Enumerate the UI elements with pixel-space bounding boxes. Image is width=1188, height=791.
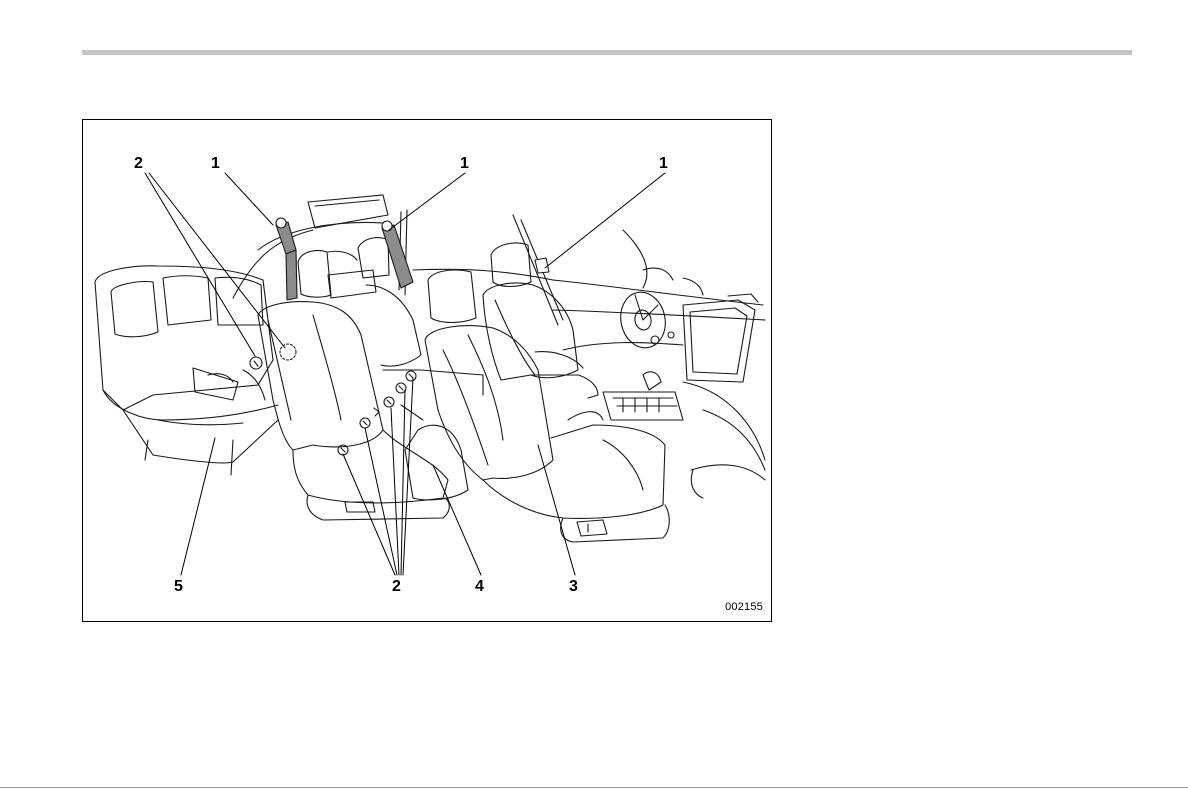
callout-5: 5 bbox=[174, 579, 183, 595]
callout-1-left: 1 bbox=[211, 156, 220, 172]
callout-1-right: 1 bbox=[659, 156, 668, 172]
header-rule bbox=[82, 50, 1132, 55]
callout-2-bottom: 2 bbox=[392, 579, 401, 595]
callout-4: 4 bbox=[475, 579, 484, 595]
seat-belt-figure: 2 1 1 1 5 2 4 3 002155 bbox=[82, 119, 772, 622]
callout-2-top: 2 bbox=[134, 156, 143, 172]
seat-belts bbox=[276, 218, 549, 300]
vehicle-body-outline bbox=[233, 195, 765, 325]
vehicle-interior-illustration bbox=[83, 120, 773, 623]
footer-rule bbox=[0, 787, 1188, 788]
figure-code: 002155 bbox=[725, 601, 763, 613]
callout-3: 3 bbox=[569, 579, 578, 595]
rear-seat bbox=[95, 266, 278, 475]
callout-1-center: 1 bbox=[460, 156, 469, 172]
